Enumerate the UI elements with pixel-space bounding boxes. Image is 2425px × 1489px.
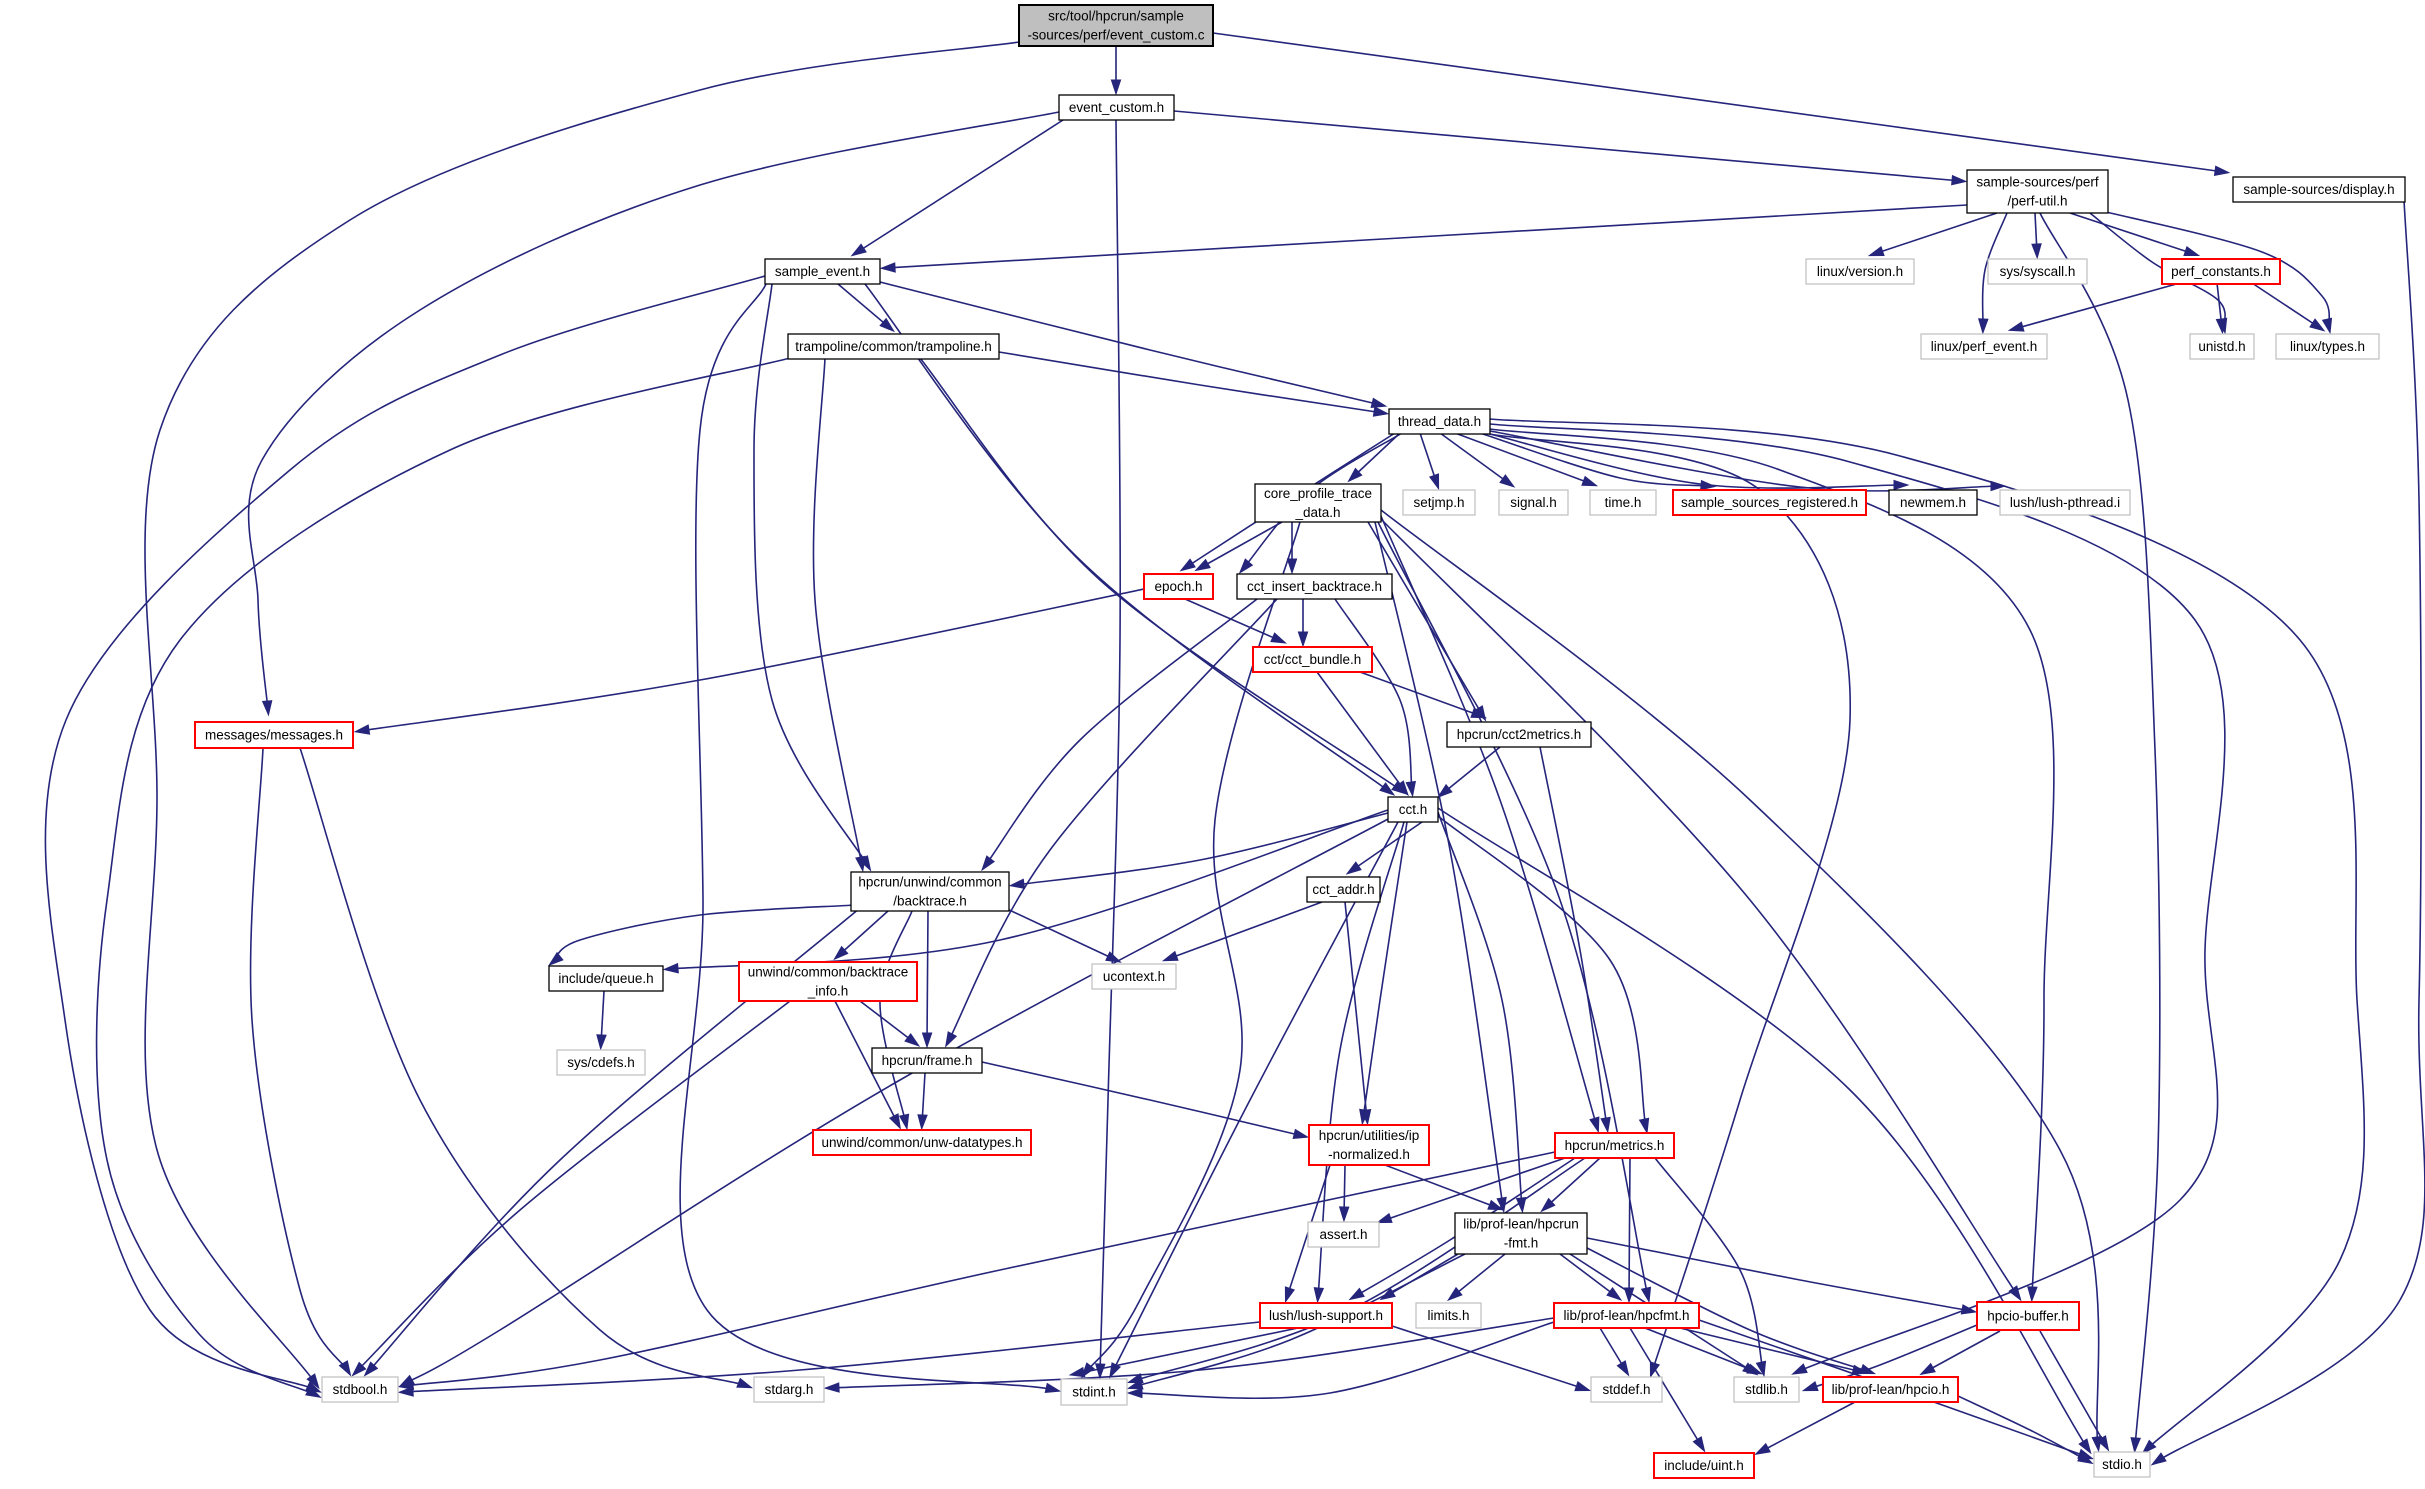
svg-text:cct_insert_backtrace.h: cct_insert_backtrace.h [1247, 579, 1382, 594]
svg-text:hpcrun/unwind/common: hpcrun/unwind/common [858, 875, 1001, 890]
svg-text:time.h: time.h [1605, 495, 1642, 510]
svg-text:include/queue.h: include/queue.h [558, 971, 653, 986]
svg-text:event_custom.h: event_custom.h [1069, 100, 1164, 115]
svg-text:hpcrun/frame.h: hpcrun/frame.h [882, 1053, 973, 1068]
svg-text:unwind/common/unw-datatypes.h: unwind/common/unw-datatypes.h [821, 1135, 1022, 1150]
svg-text:lib/prof-lean/hpcfmt.h: lib/prof-lean/hpcfmt.h [1563, 1308, 1689, 1323]
svg-text:cct.h: cct.h [1399, 802, 1428, 817]
svg-text:stdlib.h: stdlib.h [1745, 1382, 1788, 1397]
svg-text:/perf-util.h: /perf-util.h [2007, 194, 2067, 209]
svg-text:trampoline/common/trampoline.h: trampoline/common/trampoline.h [795, 339, 992, 354]
svg-text:lush/lush-pthread.i: lush/lush-pthread.i [2010, 495, 2120, 510]
svg-text:sys/cdefs.h: sys/cdefs.h [567, 1055, 635, 1070]
svg-text:linux/perf_event.h: linux/perf_event.h [1931, 339, 2038, 354]
svg-text:stdarg.h: stdarg.h [765, 1382, 814, 1397]
svg-text:messages/messages.h: messages/messages.h [205, 728, 343, 743]
svg-text:ucontext.h: ucontext.h [1103, 969, 1165, 984]
svg-text:stdio.h: stdio.h [2102, 1457, 2142, 1472]
svg-text:sys/syscall.h: sys/syscall.h [2000, 264, 2076, 279]
svg-text:/backtrace.h: /backtrace.h [893, 894, 967, 909]
svg-text:-normalized.h: -normalized.h [1328, 1147, 1410, 1162]
svg-text:stdint.h: stdint.h [1072, 1385, 1116, 1400]
svg-text:sample_event.h: sample_event.h [775, 264, 870, 279]
svg-text:hpcrun/cct2metrics.h: hpcrun/cct2metrics.h [1457, 727, 1582, 742]
svg-text:hpcrun/utilities/ip: hpcrun/utilities/ip [1319, 1128, 1420, 1143]
svg-text:_data.h: _data.h [1294, 505, 1340, 520]
svg-text:include/uint.h: include/uint.h [1664, 1458, 1744, 1473]
svg-text:sample-sources/display.h: sample-sources/display.h [2243, 182, 2394, 197]
svg-text:core_profile_trace: core_profile_trace [1264, 486, 1372, 501]
svg-text:hpcrun/metrics.h: hpcrun/metrics.h [1565, 1138, 1665, 1153]
svg-text:linux/types.h: linux/types.h [2290, 339, 2365, 354]
svg-text:_info.h: _info.h [807, 984, 849, 999]
svg-text:limits.h: limits.h [1427, 1308, 1469, 1323]
svg-text:assert.h: assert.h [1319, 1227, 1367, 1242]
svg-text:signal.h: signal.h [1510, 495, 1557, 510]
svg-text:cct_addr.h: cct_addr.h [1312, 882, 1374, 897]
svg-text:sample-sources/perf: sample-sources/perf [1976, 175, 2099, 190]
svg-text:lib/prof-lean/hpcio.h: lib/prof-lean/hpcio.h [1832, 1382, 1950, 1397]
svg-text:epoch.h: epoch.h [1154, 579, 1202, 594]
svg-text:setjmp.h: setjmp.h [1413, 495, 1464, 510]
svg-text:-fmt.h: -fmt.h [1504, 1236, 1539, 1251]
svg-text:lib/prof-lean/hpcrun: lib/prof-lean/hpcrun [1463, 1217, 1579, 1232]
svg-text:cct/cct_bundle.h: cct/cct_bundle.h [1264, 652, 1362, 667]
svg-text:src/tool/hpcrun/sample: src/tool/hpcrun/sample [1048, 9, 1184, 24]
svg-text:linux/version.h: linux/version.h [1817, 264, 1903, 279]
svg-text:unistd.h: unistd.h [2198, 339, 2245, 354]
svg-text:lush/lush-support.h: lush/lush-support.h [1269, 1308, 1383, 1323]
svg-text:stddef.h: stddef.h [1602, 1382, 1650, 1397]
svg-text:stdbool.h: stdbool.h [333, 1382, 388, 1397]
svg-text:perf_constants.h: perf_constants.h [2171, 264, 2271, 279]
svg-text:unwind/common/backtrace: unwind/common/backtrace [748, 965, 909, 980]
svg-text:thread_data.h: thread_data.h [1398, 414, 1481, 429]
svg-text:newmem.h: newmem.h [1900, 495, 1966, 510]
svg-text:sample_sources_registered.h: sample_sources_registered.h [1681, 495, 1858, 510]
svg-text:-sources/perf/event_custom.c: -sources/perf/event_custom.c [1027, 28, 1204, 43]
svg-text:hpcio-buffer.h: hpcio-buffer.h [1987, 1309, 2069, 1324]
